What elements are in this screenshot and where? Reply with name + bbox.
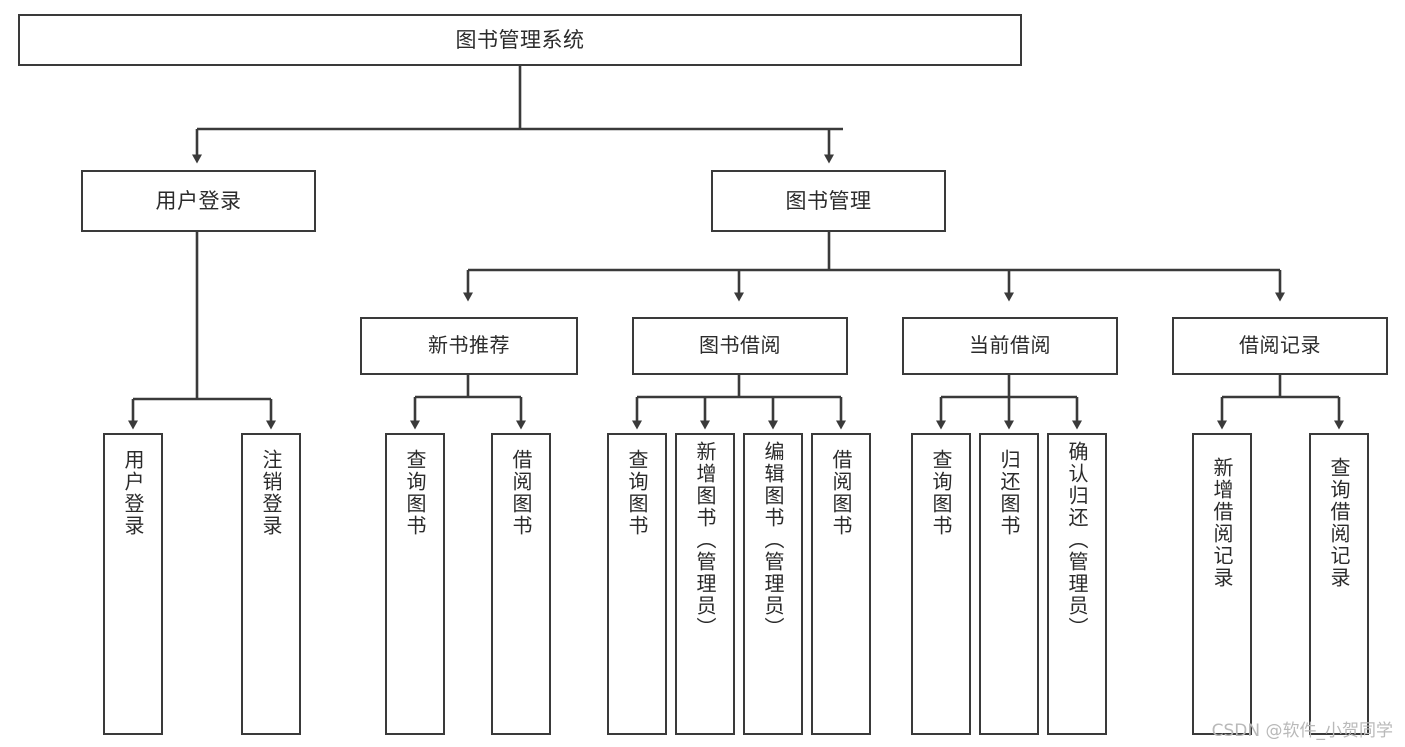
csdn-watermark: CSDN @软件_小贺同学 [1211,721,1393,741]
node-label: 确认归还（管理员） [1065,441,1089,639]
node-label: 查询图书 [929,449,953,537]
node-book-borrow[interactable]: 图书借阅 [632,317,848,375]
node-label: 当前借阅 [969,333,1051,358]
node-label: 查询借阅记录 [1327,457,1351,589]
leaf-borrow-book-1[interactable]: 借阅图书 [491,433,551,735]
node-user-login[interactable]: 用户登录 [81,170,316,232]
node-label: 新书推荐 [428,333,510,358]
leaf-query-book-1[interactable]: 查询图书 [385,433,445,735]
node-label: 借阅记录 [1239,333,1321,358]
node-book-manage[interactable]: 图书管理 [711,170,946,232]
leaf-query-book-2[interactable]: 查询图书 [607,433,667,735]
node-label: 借阅图书 [829,449,853,537]
node-label: 图书借阅 [699,333,781,358]
node-label: 归还图书 [997,449,1021,537]
leaf-borrow-book-2[interactable]: 借阅图书 [811,433,871,735]
leaf-query-book-3[interactable]: 查询图书 [911,433,971,735]
node-label: 借阅图书 [509,449,533,537]
node-label: 用户登录 [155,188,242,213]
node-label: 查询图书 [403,449,427,537]
leaf-edit-book[interactable]: 编辑图书（管理员） [743,433,803,735]
leaf-add-record[interactable]: 新增借阅记录 [1192,433,1252,735]
node-label: 编辑图书（管理员） [761,441,785,639]
node-label: 新增图书（管理员） [693,441,717,639]
node-label: 图书管理 [785,188,872,213]
node-borrow-record[interactable]: 借阅记录 [1172,317,1388,375]
leaf-user-login[interactable]: 用户登录 [103,433,163,735]
node-label: 用户登录 [121,449,145,537]
node-label: 图书管理系统 [455,27,585,52]
node-root-system[interactable]: 图书管理系统 [18,14,1022,66]
node-label: 查询图书 [625,449,649,537]
leaf-user-logout[interactable]: 注销登录 [241,433,301,735]
leaf-add-book[interactable]: 新增图书（管理员） [675,433,735,735]
leaf-confirm-return[interactable]: 确认归还（管理员） [1047,433,1107,735]
node-label: 新增借阅记录 [1210,457,1234,589]
node-new-book-rec[interactable]: 新书推荐 [360,317,578,375]
leaf-query-record[interactable]: 查询借阅记录 [1309,433,1369,735]
node-label: 注销登录 [259,449,283,537]
node-current-borrow[interactable]: 当前借阅 [902,317,1118,375]
leaf-return-book[interactable]: 归还图书 [979,433,1039,735]
